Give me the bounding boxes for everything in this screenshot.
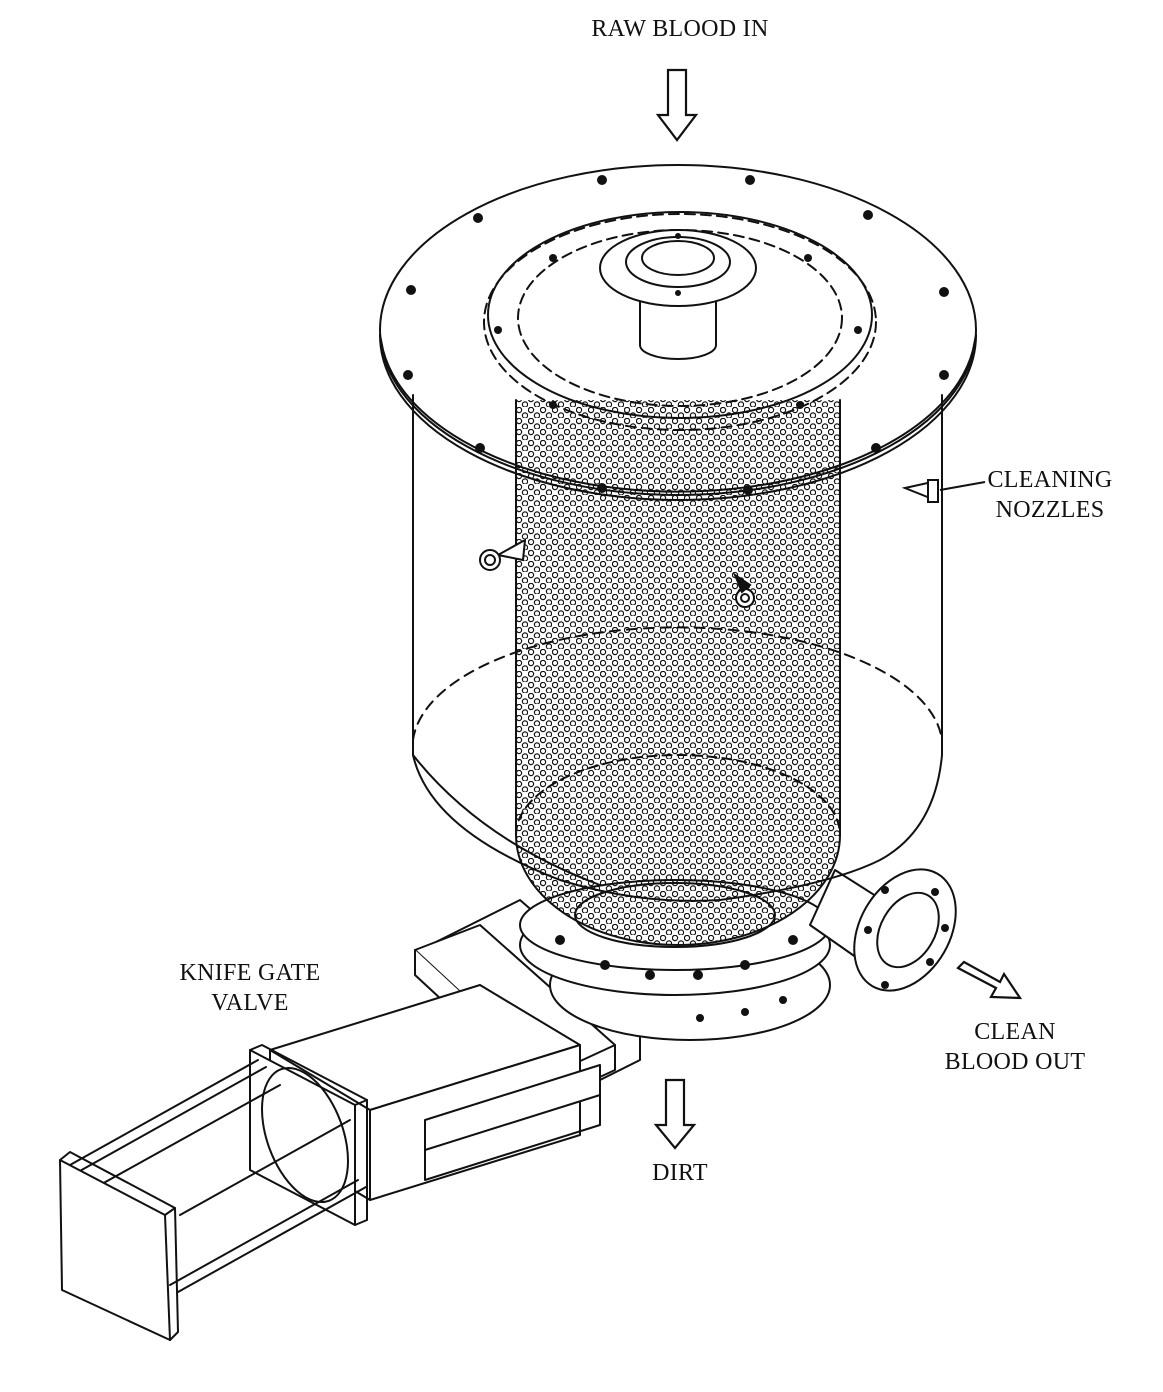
- raw-blood-in-label: RAW BLOOD IN: [560, 14, 800, 44]
- dirt-label: DIRT: [630, 1158, 730, 1188]
- top-cover: [379, 164, 977, 501]
- cleaning-nozzles: [479, 479, 986, 608]
- cleaning-nozzles-line-2: NOZZLES: [995, 497, 1105, 523]
- top-flange-bolts: [403, 175, 949, 1022]
- cleaning-nozzles-label: CLEANING NOZZLES: [975, 465, 1125, 525]
- raw-blood-in-text: RAW BLOOD IN: [591, 16, 769, 42]
- cleaning-nozzles-line-1: CLEANING: [987, 467, 1113, 493]
- dirt-arrow-icon: [653, 1078, 697, 1150]
- clean-blood-out-line-2: BLOOD OUT: [944, 1049, 1086, 1075]
- outflow-arrow-icon: [956, 960, 1023, 1000]
- outlet-nozzle: [809, 868, 957, 992]
- inflow-arrow-icon: [655, 68, 699, 142]
- knife-gate-valve-line-2: VALVE: [211, 990, 289, 1016]
- dirt-text: DIRT: [652, 1160, 708, 1186]
- perforated-basket: [515, 399, 841, 946]
- knife-gate-valve: [59, 899, 641, 1341]
- clean-blood-out-line-1: CLEAN: [974, 1019, 1056, 1045]
- knife-gate-valve-line-1: KNIFE GATE: [179, 960, 321, 986]
- knife-gate-valve-label: KNIFE GATE VALVE: [150, 958, 350, 1018]
- clean-blood-out-label: CLEAN BLOOD OUT: [925, 1017, 1105, 1077]
